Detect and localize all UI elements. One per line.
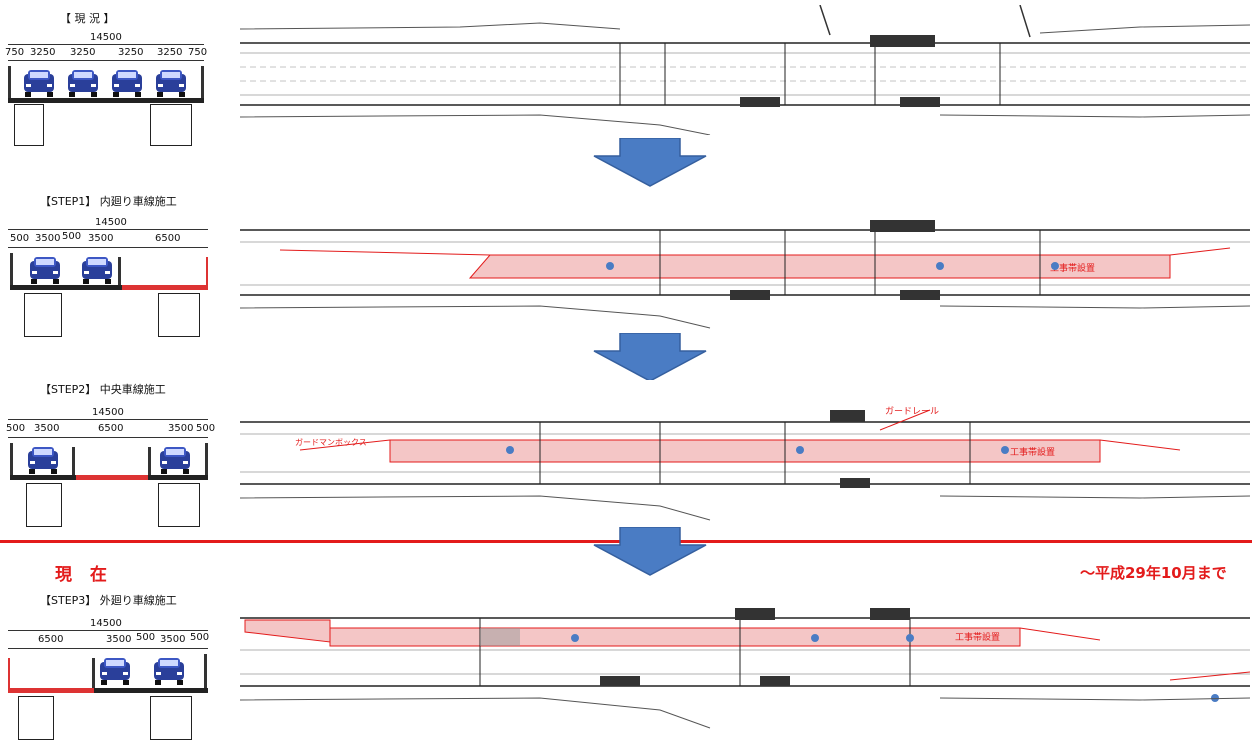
segment-dim: 3250 xyxy=(30,47,56,58)
dimension-line xyxy=(8,437,208,438)
segment-dim: 750 xyxy=(188,47,208,58)
dimension-line xyxy=(8,419,208,420)
total-width: 14500 xyxy=(90,32,122,43)
total-width: 14500 xyxy=(92,407,124,418)
segment-dim: 500 xyxy=(6,423,26,434)
bridge-pier xyxy=(158,293,200,337)
segment-dim: 6500 xyxy=(98,423,124,434)
segment-dim: 500 xyxy=(190,632,210,643)
road-plan-drawing: ガードレール 工事帯設置 ガードマンボックス xyxy=(240,380,1250,525)
bridge-deck-under-construction xyxy=(122,285,208,290)
bridge-deck-under-construction xyxy=(8,688,94,693)
total-width: 14500 xyxy=(95,217,127,228)
stage-title: 【STEP2】 中央車線施工 xyxy=(40,383,166,396)
parapet xyxy=(72,447,75,477)
work-zone-label: 工事帯設置 xyxy=(1050,262,1095,274)
parapet xyxy=(10,253,13,287)
stage-title: 【 現 況 】 xyxy=(60,12,115,25)
work-zone-label: 工事帯設置 xyxy=(1010,446,1055,458)
car-icon xyxy=(30,257,60,284)
segment-dim: 3500 xyxy=(34,423,60,434)
stage-current: 【 現 況 】 14500 750 3250 3250 3250 3250 75… xyxy=(0,0,1252,187)
parapet xyxy=(148,447,151,477)
car-icon xyxy=(112,70,142,97)
segment-dim: 6500 xyxy=(38,634,64,645)
bridge-deck xyxy=(8,98,204,103)
stage-step3: 【STEP3】 外廻り車線施工 14500 6500 3500 500 3500… xyxy=(0,588,1252,748)
bridge-pier xyxy=(14,104,44,146)
bridge-deck xyxy=(10,285,122,290)
dimension-line xyxy=(8,648,208,649)
segment-dim: 3250 xyxy=(157,47,183,58)
bridge-pier xyxy=(150,104,192,146)
car-icon xyxy=(68,70,98,97)
segment-dim: 500 xyxy=(10,233,30,244)
parapet xyxy=(92,658,95,690)
deadline-label: ～平成29年10月まで xyxy=(1080,564,1227,582)
parapet xyxy=(205,443,208,477)
segment-dim: 3250 xyxy=(70,47,96,58)
segment-dim: 3500 xyxy=(35,233,61,244)
bridge-deck-under-construction xyxy=(76,475,148,480)
work-zone-label: 工事帯設置 xyxy=(955,631,1000,643)
dimension-line xyxy=(8,229,208,230)
stage-title: 【STEP1】 内廻り車線施工 xyxy=(40,195,177,208)
car-icon xyxy=(28,447,58,474)
down-arrow-icon xyxy=(593,138,707,187)
guardman-label: ガードマンボックス xyxy=(295,437,367,447)
current-status-label: 現 在 xyxy=(55,565,113,585)
bridge-pier xyxy=(24,293,62,337)
dimension-line xyxy=(8,630,208,631)
bridge-pier xyxy=(150,696,192,740)
car-icon xyxy=(156,70,186,97)
stage-title: 【STEP3】 外廻り車線施工 xyxy=(40,594,177,607)
guardrail-label: ガードレール xyxy=(885,406,939,417)
segment-dim: 3500 xyxy=(160,634,186,645)
bridge-deck xyxy=(10,475,76,480)
parapet xyxy=(201,66,204,100)
down-arrow-icon xyxy=(593,333,707,382)
segment-dim: 500 xyxy=(136,632,156,643)
parapet-removed xyxy=(8,658,10,690)
down-arrow-icon xyxy=(593,527,707,576)
car-icon xyxy=(82,257,112,284)
car-icon xyxy=(160,447,190,474)
car-icon xyxy=(100,658,130,685)
parapet-removed xyxy=(206,257,208,287)
segment-dim: 500 xyxy=(62,231,82,242)
parapet xyxy=(204,654,207,690)
bridge-pier xyxy=(26,483,62,527)
dimension-line xyxy=(8,44,204,45)
road-plan-drawing xyxy=(240,5,1250,135)
total-width: 14500 xyxy=(90,618,122,629)
bridge-pier xyxy=(158,483,200,527)
segment-dim: 500 xyxy=(196,423,216,434)
segment-dim: 3250 xyxy=(118,47,144,58)
parapet xyxy=(118,257,121,287)
dimension-line xyxy=(8,247,208,248)
road-plan-drawing: 工事帯設置 xyxy=(240,588,1250,738)
segment-dim: 3500 xyxy=(168,423,194,434)
car-icon xyxy=(24,70,54,97)
stage-step2: 【STEP2】 中央車線施工 14500 500 3500 6500 3500 … xyxy=(0,375,1252,535)
segment-dim: 3500 xyxy=(106,634,132,645)
segment-dim: 6500 xyxy=(155,233,181,244)
bridge-deck xyxy=(94,688,208,693)
segment-dim: 750 xyxy=(5,47,25,58)
car-icon xyxy=(154,658,184,685)
parapet xyxy=(8,66,11,100)
segment-dim: 3500 xyxy=(88,233,114,244)
stage-step1: 【STEP1】 内廻り車線施工 14500 500 3500 500 3500 … xyxy=(0,185,1252,382)
bridge-pier xyxy=(18,696,54,740)
bridge-deck xyxy=(148,475,208,480)
dimension-line xyxy=(8,60,204,61)
road-plan-drawing: 工事帯設置 xyxy=(240,190,1250,330)
parapet xyxy=(10,443,13,477)
